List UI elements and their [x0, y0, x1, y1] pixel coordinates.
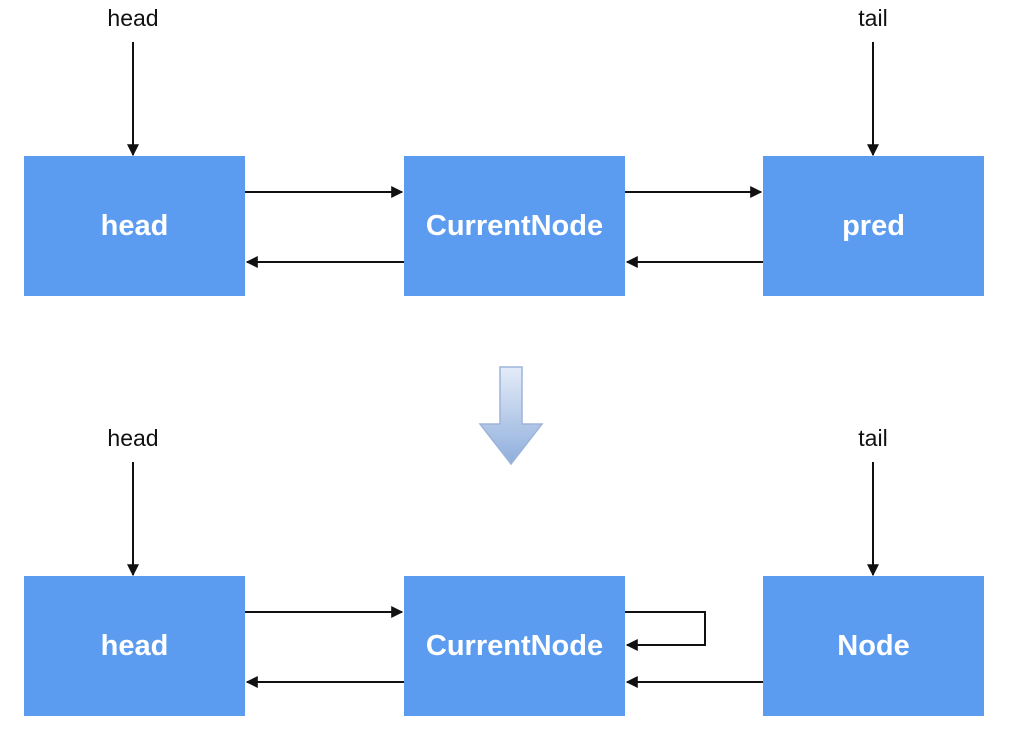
bottom-head-pointer-label: head — [107, 425, 159, 451]
top-head-node: head — [24, 156, 245, 296]
top-current-node: CurrentNode — [404, 156, 625, 296]
top-pred-node-label: pred — [842, 209, 905, 242]
bottom-tail-pointer-label: tail — [858, 425, 888, 451]
top-current-node-label: CurrentNode — [425, 209, 604, 242]
bottom-current-node-label: CurrentNode — [425, 629, 604, 662]
bottom-head-node: head — [24, 576, 245, 716]
bottom-head-node-label: head — [100, 629, 169, 662]
bottom-current-self-loop-arrow — [625, 611, 706, 651]
top-head-pointer-label: head — [107, 5, 159, 31]
top-head-node-label: head — [100, 209, 169, 242]
top-pred-node: pred — [763, 156, 984, 296]
bottom-node-label: Node — [837, 629, 910, 662]
bottom-current-node: CurrentNode — [404, 576, 625, 716]
down-arrow-icon — [478, 366, 544, 466]
top-tail-pointer-label: tail — [858, 5, 888, 31]
bottom-node: Node — [763, 576, 984, 716]
